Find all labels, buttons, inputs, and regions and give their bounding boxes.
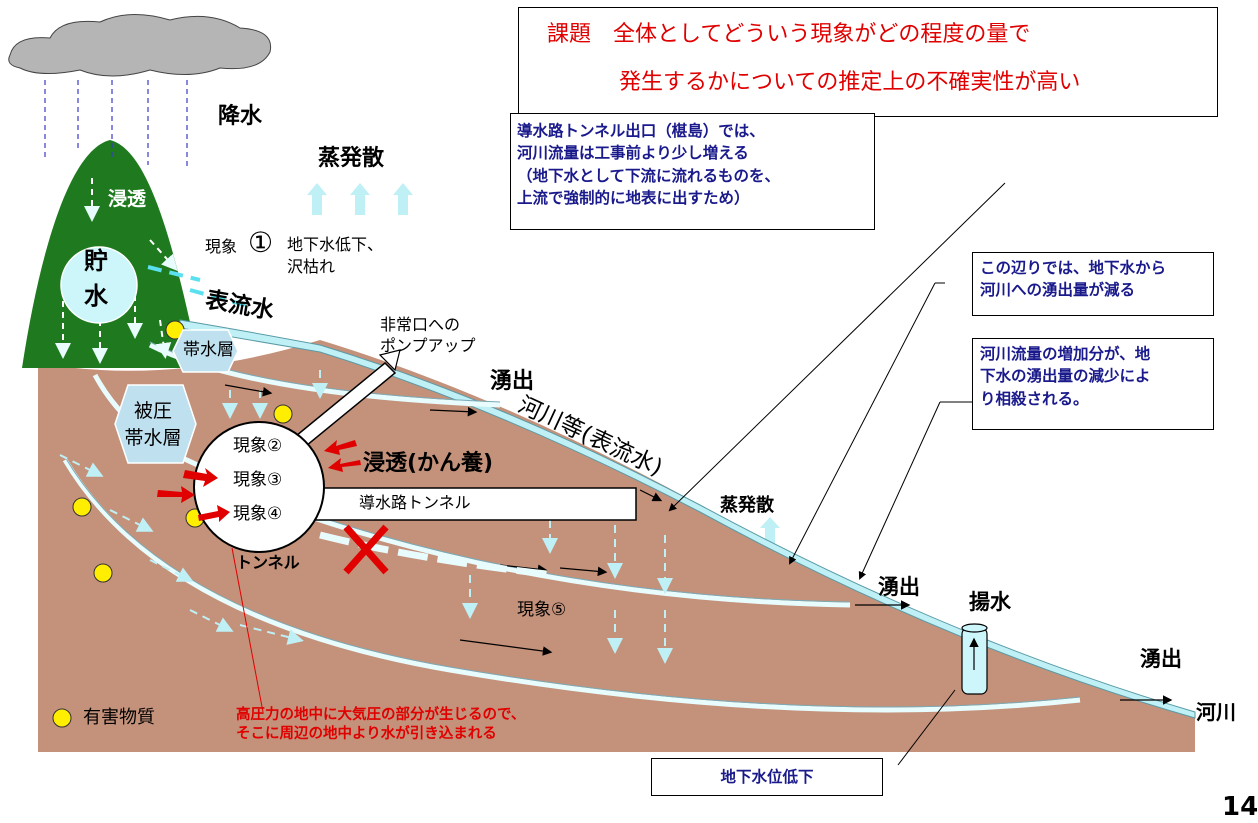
gw-drop-box: 地下水位低下 <box>651 758 883 796</box>
evapotranspiration-label: 蒸発散 <box>318 146 385 171</box>
infiltration-recharge-label: 浸透(かん養) <box>363 451 494 476</box>
surface-river <box>179 319 1196 719</box>
phenomenon4-label: 現象④ <box>233 504 283 524</box>
legend-harmful-label: 有害物質 <box>83 707 155 728</box>
phenomenon5-label: 現象⑤ <box>517 600 567 620</box>
evaporation-arrows <box>307 183 780 545</box>
gw-drop-label: 地下水位低下 <box>720 768 814 786</box>
mountain-infiltration-arrows <box>55 178 178 364</box>
red-cross-icon <box>343 524 389 575</box>
phenomenon2-label: 現象② <box>233 436 283 456</box>
storage-label: 貯 水 <box>84 247 108 310</box>
callout-line: り相殺される。 <box>980 389 1089 408</box>
callout-line: 下水の湧出量の減少によ <box>980 367 1151 386</box>
callout-line: 上流で強制的に地表に出すため） <box>517 189 750 208</box>
red-arrows <box>157 440 361 522</box>
red-note-line-2: そこに周辺の地中より水が引き込まれる <box>236 726 497 742</box>
headrace-tunnel-label: 導水路トンネル <box>359 493 471 512</box>
spring-label-2: 湧出 <box>878 575 920 599</box>
page-number: 14 <box>1222 792 1258 822</box>
callout-line: 河川流量の増加分が、地 <box>980 345 1151 363</box>
infiltration-mountain-label: 浸透 <box>108 188 147 210</box>
flow-arrows <box>224 384 1173 705</box>
phenomenon1-label: 現象 <box>205 237 238 256</box>
cloud-icon <box>8 13 272 77</box>
callout-line: 導水路トンネル出口（椹島）では、 <box>517 122 765 140</box>
red-note-line-1: 高圧力の地中に大気圧の部分が生じるので、 <box>236 707 526 723</box>
soil-ground <box>38 340 1195 752</box>
issue-box: 課題 全体としてどういう現象がどの程度の量で 発生するかについての推定上の不確実… <box>518 7 1218 117</box>
issue-line-2: 発生するかについての推定上の不確実性が高い <box>619 70 1081 95</box>
red-pointer-line <box>231 547 264 713</box>
offset-callout: 河川流量の増加分が、地 下水の湧出量の減少によ り相殺される。 <box>972 338 1214 430</box>
cyan-dashes <box>147 265 246 307</box>
underground-arrows <box>59 370 673 664</box>
rain-lines <box>44 80 188 170</box>
callout-line: 河川流量は工事前より少し増える <box>517 144 749 163</box>
callout-line: この辺りでは、地下水から <box>980 259 1167 277</box>
confined-aquifer-hexagon <box>114 384 197 464</box>
phenomenon1-number: ① <box>248 226 274 259</box>
phenomenon3-label: 現象③ <box>233 470 283 490</box>
evapotranspiration-mid-label: 蒸発散 <box>720 495 774 516</box>
confined-aquifer-label: 被圧 帯水層 <box>124 400 182 449</box>
precipitation-label: 降水 <box>218 104 263 129</box>
blocked-pipe <box>319 531 556 579</box>
callout-line: （地下水として下流に流れるものを、 <box>517 166 781 185</box>
issue-line-1: 課題 全体としてどういう現象がどの程度の量で <box>547 22 1031 47</box>
storage-circle <box>60 246 138 324</box>
tunnel-exit-callout: 導水路トンネル出口（椹島）では、 河川流量は工事前より少し増える （地下水として… <box>510 113 875 230</box>
aquifer-label: 帯水層 <box>183 340 234 360</box>
aquifer-hexagon <box>172 329 239 373</box>
area-decrease-callout: この辺りでは、地下水から 河川への湧出量が減る <box>972 252 1214 316</box>
tunnel-circle <box>193 421 325 553</box>
river-label: 河川 <box>1196 700 1236 724</box>
pumping-label: 揚水 <box>969 590 1011 614</box>
callout-lines <box>668 182 1006 766</box>
emergency-pump-label: 非常口への ポンプアップ <box>380 315 476 355</box>
spring-label-3: 湧出 <box>1140 647 1182 671</box>
phenomenon1-desc: 地下水低下、 沢枯れ <box>287 235 384 277</box>
callout-line: 河川への湧出量が減る <box>980 281 1136 300</box>
tunnel-label: トンネル <box>236 553 300 572</box>
spring-label-1: 湧出 <box>490 369 535 394</box>
